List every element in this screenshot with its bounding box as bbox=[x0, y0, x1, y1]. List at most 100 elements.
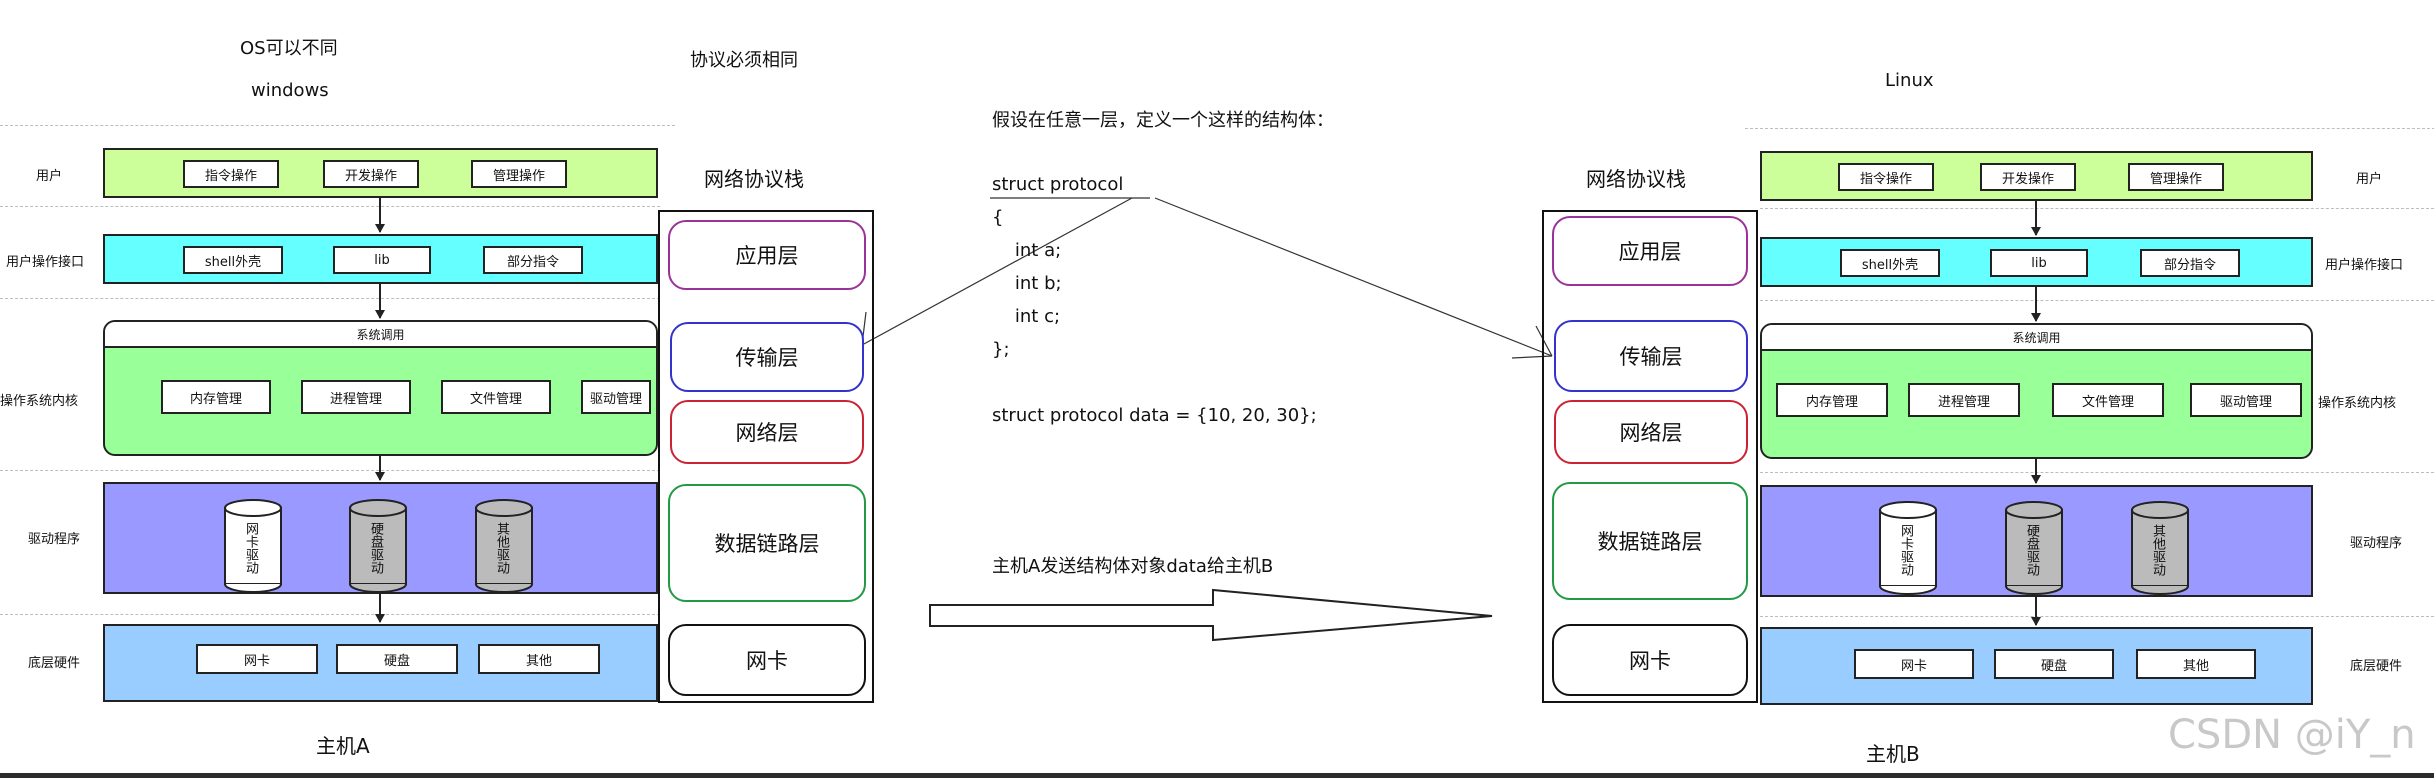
protocol-same-label: 协议必须相同 bbox=[690, 50, 798, 71]
code-line-6: }; bbox=[992, 339, 1010, 360]
stack-a-layer-transport: 传输层 bbox=[670, 322, 864, 392]
host-b-syscall-title: 系统调用 bbox=[2012, 331, 2061, 345]
row-label-user-right: 用户 bbox=[2356, 172, 2383, 187]
host-b-cylinder-2 bbox=[2005, 501, 2063, 595]
stack-b-title: 网络协议栈 bbox=[1586, 167, 1686, 191]
code-line-3: int a; bbox=[992, 240, 1062, 261]
connector-to-stack-a bbox=[861, 197, 1133, 346]
host-a-kernel-layer: 系统调用 内存管理 进程管理 文件管理 驱动管理 bbox=[103, 320, 658, 456]
host-a-hardware-layer: 网卡 硬盘 其他 bbox=[103, 624, 658, 702]
host-b-hw-item-1: 网卡 bbox=[1854, 649, 1974, 679]
host-b-user-item-3: 管理操作 bbox=[2128, 163, 2224, 191]
stack-b-layer-transport: 传输层 bbox=[1554, 320, 1748, 392]
host-a-cylinder-1 bbox=[224, 499, 282, 593]
host-b-user-item-1: 指令操作 bbox=[1838, 163, 1934, 191]
stack-a-layer-nic: 网卡 bbox=[668, 624, 866, 696]
host-a-arrowhead-4 bbox=[375, 614, 385, 623]
host-b-hardware-layer: 网卡 硬盘 其他 bbox=[1760, 627, 2313, 705]
code-intro: 假设在任意一层，定义一个这样的结构体： bbox=[992, 110, 1334, 131]
host-a-api-item-3: 部分指令 bbox=[483, 246, 583, 274]
code-line-7 bbox=[992, 366, 1317, 399]
host-a-caption: 主机A bbox=[316, 734, 370, 758]
host-b-api-item-3: 部分指令 bbox=[2140, 249, 2240, 277]
host-a-arrowhead-2 bbox=[375, 310, 385, 319]
connector-to-stack-b bbox=[1154, 197, 1553, 357]
host-b-kernel-item-2: 进程管理 bbox=[1908, 383, 2020, 417]
code-line-2: { bbox=[992, 207, 1004, 228]
host-b-hw-item-3: 其他 bbox=[2136, 649, 2256, 679]
row-label-user-api: 用户操作接口 bbox=[6, 255, 85, 270]
stack-b-layer-network: 网络层 bbox=[1554, 400, 1748, 464]
code-line-8: struct protocol data = {10, 20, 30}; bbox=[992, 405, 1317, 426]
code-line-5: int c; bbox=[992, 306, 1061, 327]
host-a-kernel-item-1: 内存管理 bbox=[161, 380, 271, 414]
host-a-kernel-item-4: 驱动管理 bbox=[581, 380, 651, 414]
host-a-hw-item-1: 网卡 bbox=[196, 644, 318, 674]
host-b-arrowhead-1 bbox=[2031, 227, 2041, 236]
host-b-cylinder-1 bbox=[1879, 501, 1937, 595]
stack-a-layer-network: 网络层 bbox=[670, 400, 864, 464]
watermark: CSDN @iY_n bbox=[2168, 712, 2416, 758]
host-a-user-item-3: 管理操作 bbox=[471, 160, 567, 188]
host-a-hw-item-2: 硬盘 bbox=[336, 644, 458, 674]
host-a-driver-1: 网卡驱动 bbox=[243, 522, 258, 574]
host-a-syscall-title: 系统调用 bbox=[356, 328, 405, 342]
connector-to-stack-b-tick2 bbox=[1535, 325, 1553, 357]
host-b-api-layer: shell外壳 lib 部分指令 bbox=[1760, 237, 2313, 287]
host-a-user-layer: 指令操作 开发操作 管理操作 bbox=[103, 148, 658, 198]
host-b-arrowhead-2 bbox=[2031, 313, 2041, 322]
host-b-user-layer: 指令操作 开发操作 管理操作 bbox=[1760, 151, 2313, 201]
host-b-kernel-item-3: 文件管理 bbox=[2052, 383, 2164, 417]
host-a-kernel-item-3: 文件管理 bbox=[441, 380, 551, 414]
stack-a: 应用层 传输层 网络层 数据链路层 网卡 bbox=[658, 210, 874, 703]
row-label-driver-right: 驱动程序 bbox=[2350, 536, 2403, 551]
host-a-user-item-1: 指令操作 bbox=[183, 160, 279, 188]
stack-b-layer-nic: 网卡 bbox=[1552, 624, 1748, 696]
os-differ-label: OS可以不同 bbox=[240, 38, 338, 59]
host-a-driver-3: 其他驱动 bbox=[494, 522, 509, 574]
row-label-os-kernel: 操作系统内核 bbox=[0, 394, 79, 409]
windows-label: windows bbox=[251, 80, 329, 101]
row-label-hardware-right: 底层硬件 bbox=[2350, 659, 2403, 674]
host-b-cylinder-3 bbox=[2131, 501, 2189, 595]
send-text: 主机A发送结构体对象data给主机B bbox=[992, 556, 1274, 577]
host-a-user-item-2: 开发操作 bbox=[323, 160, 419, 188]
host-b-caption: 主机B bbox=[1866, 742, 1920, 766]
host-b-user-item-2: 开发操作 bbox=[1980, 163, 2076, 191]
host-b-arrowhead-3 bbox=[2031, 475, 2041, 484]
bottom-border bbox=[0, 773, 2434, 778]
host-b-driver-3: 其他驱动 bbox=[2150, 524, 2165, 576]
stack-b: 应用层 传输层 网络层 数据链路层 网卡 bbox=[1542, 210, 1758, 703]
row-label-user: 用户 bbox=[36, 169, 63, 184]
stack-a-title: 网络协议栈 bbox=[704, 167, 804, 191]
host-a-cylinder-2 bbox=[349, 499, 407, 593]
row-label-user-api-right: 用户操作接口 bbox=[2325, 258, 2404, 273]
linux-label: Linux bbox=[1885, 70, 1934, 91]
host-a-arrowhead-1 bbox=[375, 224, 385, 233]
host-b-driver-2: 硬盘驱动 bbox=[2024, 524, 2039, 576]
host-b-kernel-item-4: 驱动管理 bbox=[2190, 383, 2302, 417]
host-a-arrowhead-3 bbox=[375, 472, 385, 481]
host-a-api-item-1: shell外壳 bbox=[183, 246, 283, 274]
code-line-4: int b; bbox=[992, 273, 1062, 294]
host-b-kernel-item-1: 内存管理 bbox=[1776, 383, 1888, 417]
host-a-api-layer: shell外壳 lib 部分指令 bbox=[103, 234, 658, 284]
stack-a-layer-application: 应用层 bbox=[668, 220, 866, 290]
code-line-1: struct protocol bbox=[992, 174, 1124, 195]
stack-a-layer-datalink: 数据链路层 bbox=[668, 484, 866, 602]
host-a-kernel-item-2: 进程管理 bbox=[301, 380, 411, 414]
host-b-api-item-1: shell外壳 bbox=[1840, 249, 1940, 277]
host-b-api-item-2: lib bbox=[1990, 249, 2088, 277]
send-arrow bbox=[929, 588, 1493, 642]
host-b-hw-item-2: 硬盘 bbox=[1994, 649, 2114, 679]
code-block: struct protocol { int a; int b; int c; }… bbox=[992, 168, 1317, 432]
row-label-os-kernel-right: 操作系统内核 bbox=[2318, 396, 2397, 411]
stack-b-layer-datalink: 数据链路层 bbox=[1552, 482, 1748, 600]
host-a-driver-2: 硬盘驱动 bbox=[368, 522, 383, 574]
row-label-driver: 驱动程序 bbox=[28, 532, 81, 547]
host-b-driver-1: 网卡驱动 bbox=[1898, 524, 1913, 576]
host-b-arrowhead-4 bbox=[2031, 617, 2041, 626]
host-a-hw-item-3: 其他 bbox=[478, 644, 600, 674]
connector-to-stack-b-tick bbox=[1511, 355, 1553, 359]
